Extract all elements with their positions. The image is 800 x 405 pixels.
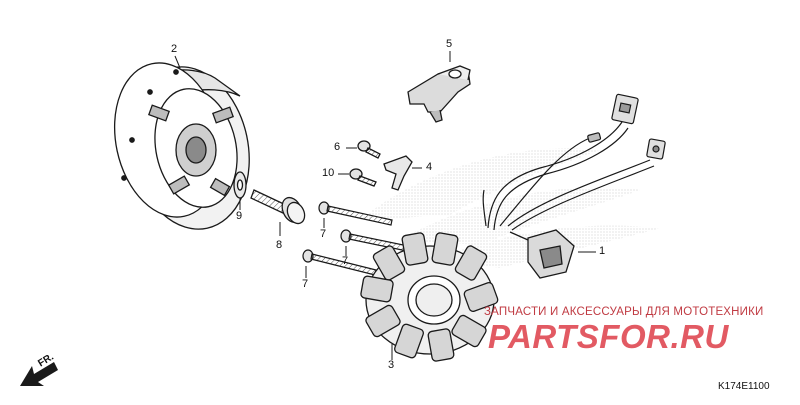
callout-5: 5 [446, 38, 453, 50]
flange-bolt [250, 189, 306, 225]
callout-10: 10 [322, 167, 335, 179]
flywheel-rotor [113, 62, 250, 230]
washer [233, 171, 247, 199]
wiring-harness [482, 121, 655, 231]
diagram-code: K174E1100 [718, 381, 770, 392]
callout-7-upper: 7 [320, 228, 327, 240]
wire-grommet [407, 65, 471, 123]
callout-1: 1 [599, 245, 606, 257]
front-direction-arrow-icon [20, 362, 58, 386]
harness-terminal [587, 132, 602, 143]
screw-10 [349, 168, 377, 187]
watermark-logo: PARTSFOR.RU [488, 318, 729, 355]
stator-coil [360, 232, 499, 362]
harness-connector-main [611, 93, 639, 125]
callout-7-lower: 7 [302, 278, 309, 290]
watermark-tagline: ЗАПЧАСТИ И АКСЕССУАРЫ ДЛЯ МОТОТЕХНИКИ [484, 306, 764, 318]
wire-clamp [383, 155, 413, 191]
screw-6 [357, 140, 381, 159]
pulse-generator [509, 229, 575, 279]
harness-connector-small [646, 138, 666, 160]
callout-4: 4 [426, 161, 433, 173]
callout-9: 9 [236, 210, 243, 222]
callout-8: 8 [276, 239, 283, 251]
callout-3: 3 [388, 359, 395, 371]
callout-7-middle: 7 [342, 255, 349, 267]
callout-6: 6 [334, 141, 341, 153]
callout-2: 2 [171, 43, 178, 55]
